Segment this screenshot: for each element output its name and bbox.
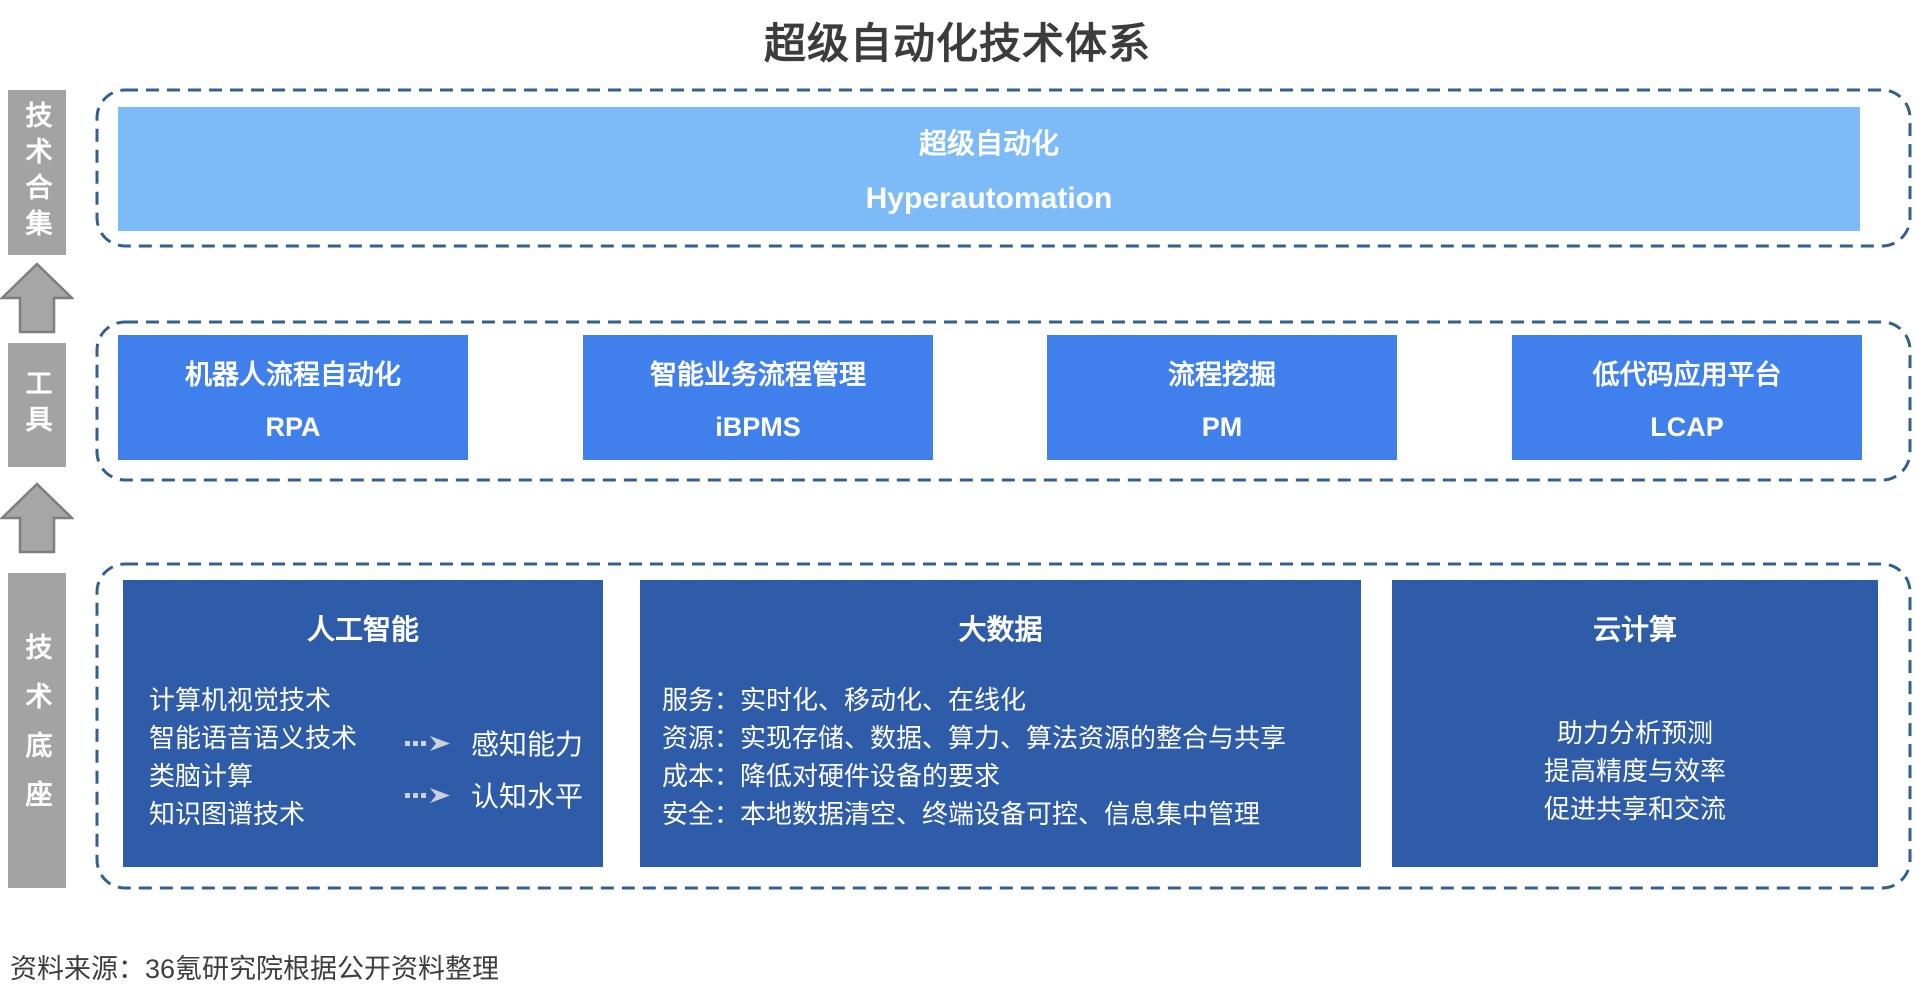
tier-label-tools-text: 工具 <box>21 369 52 441</box>
cloud-box: 云计算 助力分析预测 提高精度与效率 促进共享和交流 <box>1392 580 1878 867</box>
tier-label-collection: 技术合集 <box>8 90 66 255</box>
hyperautomation-box: 超级自动化 Hyperautomation <box>118 107 1860 231</box>
bigdata-box: 大数据 服务：实时化、移动化、在线化 资源：实现存储、数据、算力、算法资源的整合… <box>640 580 1361 867</box>
list-item: 知识图谱技术 <box>149 799 306 829</box>
tool-name-cn: 机器人流程自动化 <box>185 359 401 390</box>
dashed-border <box>95 88 1912 248</box>
tool-box-rpa: 机器人流程自动化 RPA <box>118 335 468 460</box>
ai-box: 人工智能 计算机视觉技术 智能语音语义技术 类脑计算 知识图谱技术 感知能力 <box>123 580 603 867</box>
capability-row: 感知能力 <box>405 723 583 763</box>
cloud-box-title: 云计算 <box>1592 614 1677 645</box>
base-tier-container <box>95 562 1912 890</box>
bigdata-box-title: 大数据 <box>958 614 1043 645</box>
list-item: 安全：本地数据清空、终端设备可控、信息集中管理 <box>662 799 1261 829</box>
tool-box-lcap: 低代码应用平台 LCAP <box>1512 335 1862 460</box>
dashed-border <box>95 320 1912 482</box>
tool-name-cn: 智能业务流程管理 <box>650 359 866 390</box>
list-item: 资源：实现存储、数据、算力、算法资源的整合与共享 <box>662 723 1287 753</box>
tool-name-en: RPA <box>265 411 321 442</box>
tool-name-en: iBPMS <box>715 411 801 442</box>
tool-name-en: PM <box>1201 411 1243 442</box>
tool-name-cn: 低代码应用平台 <box>1592 359 1782 390</box>
cloud-list: 助力分析预测 提高精度与效率 促进共享和交流 <box>1392 714 1878 828</box>
dashed-border <box>95 562 1912 890</box>
list-item: 服务：实时化、移动化、在线化 <box>662 685 1027 715</box>
list-item: 计算机视觉技术 <box>149 685 332 715</box>
up-arrow-icon <box>0 262 74 334</box>
ai-tech-list: 计算机视觉技术 智能语音语义技术 类脑计算 知识图谱技术 <box>149 681 357 833</box>
bigdata-list: 服务：实时化、移动化、在线化 资源：实现存储、数据、算力、算法资源的整合与共享 … <box>662 681 1286 833</box>
list-item: 促进共享和交流 <box>1543 794 1726 824</box>
list-item: 成本：降低对硬件设备的要求 <box>662 761 1001 791</box>
source-note: 资料来源：36氪研究院根据公开资料整理 <box>10 954 500 984</box>
tier-label-base-text: 技术底座 <box>21 632 52 829</box>
list-item: 类脑计算 <box>149 761 254 791</box>
tier-label-collection-text: 技术合集 <box>21 100 52 245</box>
tier-label-tools: 工具 <box>8 343 66 467</box>
tool-box-ibpms: 智能业务流程管理 iBPMS <box>583 335 933 460</box>
tool-box-pm: 流程挖掘 PM <box>1047 335 1397 460</box>
hyperautomation-name-cn: 超级自动化 <box>918 128 1059 159</box>
tool-name-en: LCAP <box>1650 411 1724 442</box>
capability-label: 认知水平 <box>471 781 584 812</box>
tool-name-cn: 流程挖掘 <box>1168 359 1276 390</box>
page-title: 超级自动化技术体系 <box>763 20 1151 67</box>
dashed-arrow-icon <box>405 788 450 803</box>
hyperautomation-name-en: Hyperautomation <box>865 182 1113 215</box>
ai-box-title: 人工智能 <box>306 614 419 645</box>
dashed-arrow-icon <box>405 736 450 751</box>
collection-tier-container <box>95 88 1912 248</box>
tools-tier-container <box>95 320 1912 482</box>
list-item: 提高精度与效率 <box>1543 756 1726 786</box>
capability-label: 感知能力 <box>471 729 584 760</box>
up-arrow-icon <box>0 482 74 554</box>
capability-row: 认知水平 <box>405 775 583 815</box>
tier-label-base: 技术底座 <box>8 573 66 888</box>
list-item: 助力分析预测 <box>1556 718 1713 748</box>
list-item: 智能语音语义技术 <box>149 723 358 753</box>
